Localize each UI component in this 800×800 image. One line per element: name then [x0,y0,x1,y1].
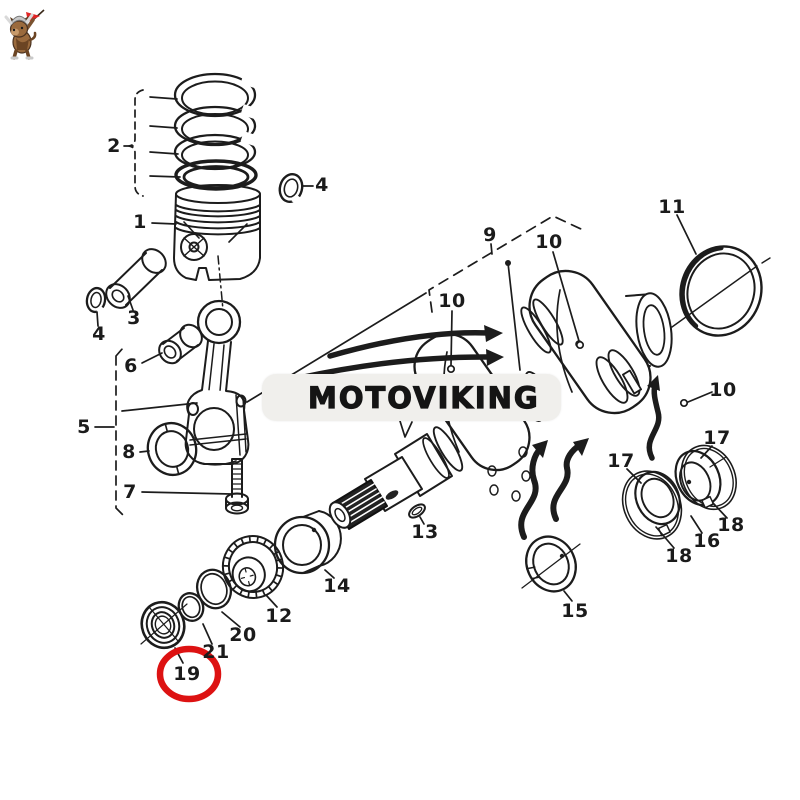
callout-11-13: 11 [658,196,686,218]
callout-20-17: 20 [229,624,257,646]
callout-4-2: 4 [315,174,329,196]
circlip-right [278,172,304,206]
callout-3-3: 3 [127,307,141,329]
callout-21-18: 21 [202,641,230,663]
callout-4-4: 4 [92,323,106,345]
callout-10-10: 10 [438,290,466,312]
callout-7-8: 7 [123,481,137,503]
callout-8-7: 8 [122,441,136,463]
callout-17-22: 17 [703,427,731,449]
watermark-box [262,374,561,421]
callout-2-0: 2 [107,135,121,157]
callout-14-16: 14 [323,575,351,597]
highlight-ellipse [156,645,222,703]
pilot-bushing-11 [671,245,771,337]
callout-10-12: 10 [709,379,737,401]
crankshaft-gear [221,535,285,599]
crankshaft [328,269,673,530]
callout-16-25: 16 [693,530,721,552]
woodruff-key [408,503,426,519]
callout-17-21: 17 [607,450,635,472]
watermark-text: MOTOVIKING [307,380,540,415]
callout-18-24: 18 [717,514,745,536]
rear-main-bearing-group [621,470,683,540]
callout-12-15: 12 [265,605,293,627]
piston-rings [173,72,259,191]
callout-5-6: 5 [77,416,91,438]
motion-arrows [296,325,662,540]
callout-1-1: 1 [133,211,147,233]
piston-pin [105,248,167,309]
connecting-rod [184,299,250,466]
main-bearing-shell-15 [521,535,581,593]
ring-20 [195,568,233,610]
callout-18-23: 18 [665,545,693,567]
gear-bushing-14 [273,510,342,575]
callout-13-14: 13 [411,521,439,543]
circlip-left [85,286,107,316]
front-main-bearing-group [674,444,737,511]
leader-lines [94,89,728,664]
callout-19-19: 19 [173,663,201,685]
callout-6-5: 6 [124,355,138,377]
callout-15-20: 15 [561,600,589,622]
motoviking-mascot-logo [4,9,45,60]
rod-bearing-shell [146,421,198,477]
callout-9-9: 9 [483,224,497,246]
callout-10-11: 10 [535,231,563,253]
rod-bolt [225,458,249,515]
piston [173,184,261,281]
